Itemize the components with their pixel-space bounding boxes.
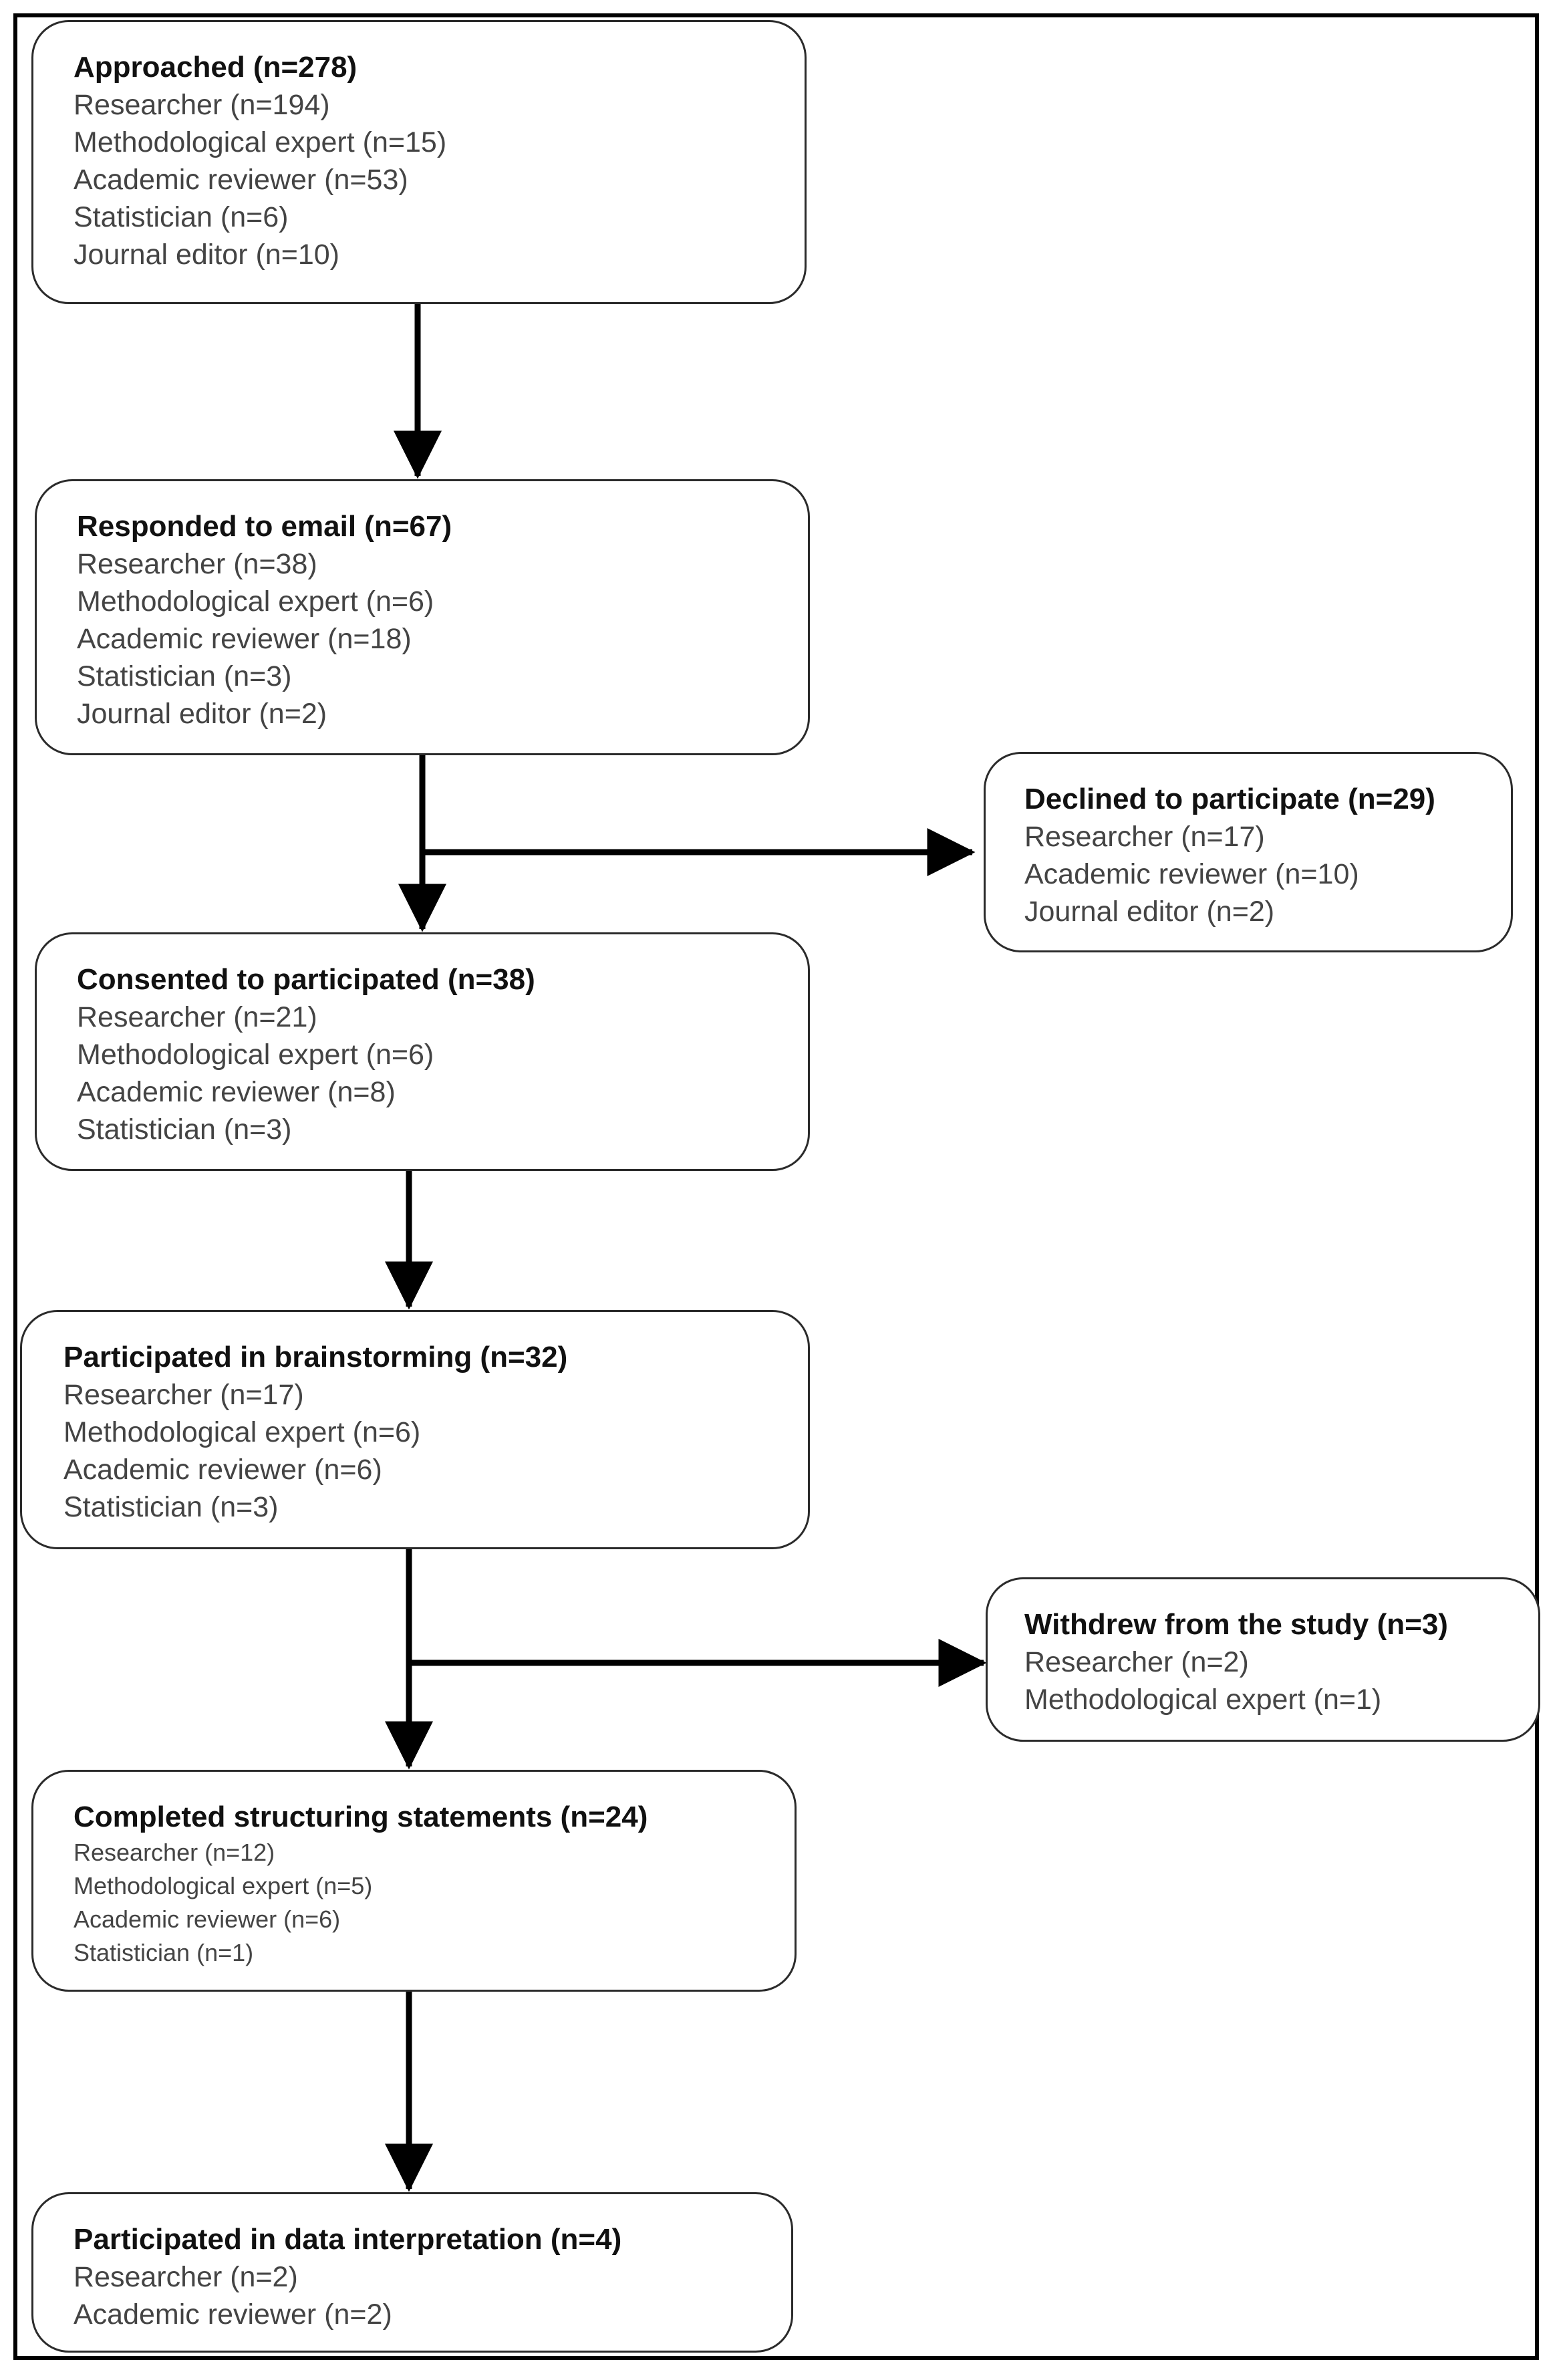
- box-title: Completed structuring statements (n=24): [74, 1801, 648, 1833]
- box-consented: Consented to participated (n=38) Researc…: [35, 932, 810, 1171]
- box-item: Journal editor (n=2): [1024, 896, 1275, 928]
- box-title: Participated in data interpretation (n=4…: [74, 2223, 622, 2256]
- box-item: Statistician (n=3): [63, 1491, 279, 1523]
- box-responded: Responded to email (n=67) Researcher (n=…: [35, 479, 810, 755]
- box-item: Researcher (n=38): [77, 548, 317, 580]
- box-item: Researcher (n=12): [74, 1839, 275, 1866]
- box-title: Declined to participate (n=29): [1024, 783, 1435, 815]
- box-item: Journal editor (n=2): [77, 698, 327, 730]
- box-item: Researcher (n=17): [1024, 821, 1265, 853]
- box-item: Researcher (n=2): [1024, 1646, 1249, 1678]
- box-title: Consented to participated (n=38): [77, 963, 535, 996]
- box-item: Journal editor (n=10): [74, 239, 339, 271]
- box-item: Statistician (n=1): [74, 1939, 254, 1966]
- box-item: Methodological expert (n=6): [63, 1416, 421, 1448]
- box-title: Responded to email (n=67): [77, 510, 452, 543]
- box-approached: Approached (n=278) Researcher (n=194) Me…: [31, 20, 807, 304]
- box-structuring: Completed structuring statements (n=24) …: [31, 1770, 797, 1992]
- box-item: Researcher (n=194): [74, 89, 330, 121]
- box-item: Methodological expert (n=6): [77, 585, 434, 618]
- box-item: Statistician (n=6): [74, 201, 289, 233]
- box-title: Approached (n=278): [74, 51, 358, 84]
- box-item: Methodological expert (n=6): [77, 1039, 434, 1071]
- box-brainstorming: Participated in brainstorming (n=32) Res…: [20, 1310, 810, 1549]
- box-withdrew: Withdrew from the study (n=3) Researcher…: [986, 1577, 1540, 1742]
- box-item: Academic reviewer (n=18): [77, 623, 412, 655]
- box-item: Statistician (n=3): [77, 660, 292, 692]
- box-item: Methodological expert (n=1): [1024, 1684, 1382, 1716]
- box-item: Academic reviewer (n=8): [77, 1076, 396, 1108]
- box-item: Academic reviewer (n=2): [74, 2298, 392, 2331]
- box-item: Researcher (n=21): [77, 1001, 317, 1033]
- box-item: Academic reviewer (n=10): [1024, 858, 1359, 890]
- box-title: Participated in brainstorming (n=32): [63, 1341, 568, 1373]
- box-item: Academic reviewer (n=53): [74, 164, 408, 196]
- box-item: Methodological expert (n=5): [74, 1872, 373, 1899]
- figure-frame: [13, 13, 1539, 2360]
- box-declined: Declined to participate (n=29) Researche…: [984, 752, 1513, 952]
- box-item: Researcher (n=2): [74, 2261, 298, 2293]
- box-item: Researcher (n=17): [63, 1379, 304, 1411]
- box-item: Academic reviewer (n=6): [63, 1454, 382, 1486]
- box-item: Academic reviewer (n=6): [74, 1905, 341, 1933]
- box-item: Statistician (n=3): [77, 1113, 292, 1146]
- box-interpretation: Participated in data interpretation (n=4…: [31, 2192, 793, 2353]
- box-item: Methodological expert (n=15): [74, 126, 447, 158]
- box-title: Withdrew from the study (n=3): [1024, 1608, 1448, 1641]
